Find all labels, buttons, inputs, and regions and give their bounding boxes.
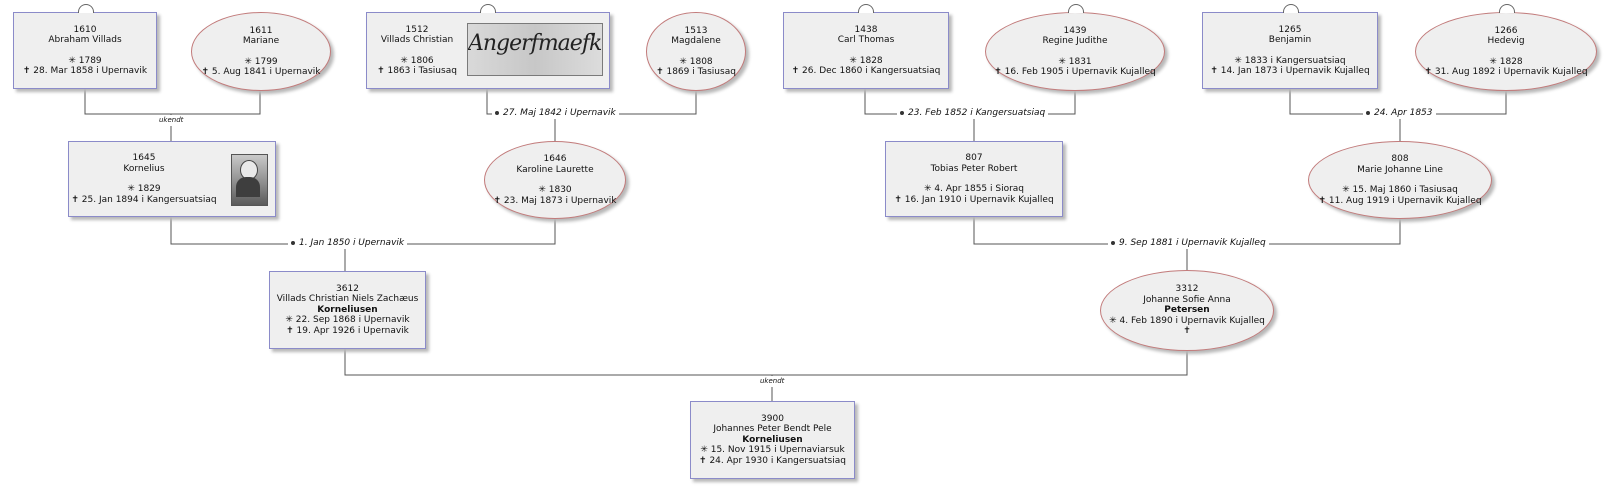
- person-death: ✝ 28. Mar 1858 i Upernavik: [22, 66, 148, 76]
- person-birth: ✳ 4. Apr 1855 i Sioraq: [923, 184, 1025, 194]
- person-id: 3900: [761, 413, 784, 424]
- person-death: ✝ 1863 i Tasiusaq: [377, 66, 457, 76]
- person-id: 1646: [543, 154, 567, 164]
- person-3900[interactable]: 3900 Johannes Peter Bendt Pele Kornelius…: [690, 401, 855, 479]
- expand-hint-icon[interactable]: [78, 4, 94, 13]
- person-birth: ✳ 1806: [400, 55, 434, 66]
- person-id: 3312: [1175, 284, 1199, 295]
- connector-f7: [344, 349, 1188, 401]
- family-label-f1: ukendt: [157, 115, 186, 126]
- family-label-f7: ukendt: [758, 376, 787, 387]
- person-birth: ✳ 22. Sep 1868 i Upernavik: [285, 315, 410, 326]
- person-name: Johannes Peter Bendt Pele: [713, 424, 832, 435]
- person-1611[interactable]: 1611 Mariane ✳ 1799 ✝ 5. Aug 1841 i Uper…: [191, 12, 331, 91]
- person-surname: Petersen: [1164, 305, 1210, 316]
- person-death: ✝ 23. Maj 1873 i Upernavik: [493, 195, 617, 206]
- person-id: 807: [965, 153, 983, 163]
- person-id: 1266: [1494, 25, 1518, 36]
- person-death: ✝ 5. Aug 1841 i Upernavik: [201, 67, 321, 77]
- person-birth: ✳ 1799: [244, 56, 278, 67]
- family-dot-icon: [900, 110, 904, 115]
- person-death: ✝ 24. Apr 1930 i Kangersuatsiaq: [699, 455, 846, 466]
- person-id: 3612: [336, 283, 359, 294]
- person-1265[interactable]: 1265 Benjamin ✳ 1833 i Kangersuatsiaq ✝ …: [1202, 12, 1378, 89]
- person-name: Carl Thomas: [837, 35, 895, 45]
- person-807[interactable]: 807 Tobias Peter Robert ✳ 4. Apr 1855 i …: [885, 141, 1063, 217]
- person-birth: ✳ 1833 i Kangersuatsiaq: [1234, 55, 1346, 66]
- person-birth: ✳ 1829: [127, 184, 161, 194]
- person-name: Tobias Peter Robert: [930, 163, 1018, 174]
- person-name: Villads Christian: [380, 35, 454, 45]
- person-surname: Korneliusen: [317, 304, 378, 315]
- person-name: Karoline Laurette: [516, 164, 594, 175]
- person-name: Marie Johanne Line: [1357, 164, 1443, 175]
- family-dot-icon: [1366, 110, 1370, 115]
- person-id: 1645: [132, 153, 156, 163]
- person-name: Mariane: [242, 36, 280, 46]
- person-death: ✝ 26. Dec 1860 i Kangersuatsiaq: [791, 66, 941, 76]
- expand-hint-icon[interactable]: [1068, 4, 1084, 13]
- expand-hint-icon[interactable]: [1499, 4, 1515, 13]
- person-1646[interactable]: 1646 Karoline Laurette ✳ 1830 ✝ 23. Maj …: [484, 141, 626, 219]
- person-birth: ✳ 4. Feb 1890 i Upernavik Kujalleq: [1109, 315, 1265, 326]
- person-birth: ✳ 15. Maj 1860 i Tasiusaq: [1342, 185, 1458, 195]
- expand-hint-icon[interactable]: [858, 4, 874, 13]
- signature-image[interactable]: Angerfmaefki: [467, 23, 603, 76]
- person-death: ✝ 25. Jan 1894 i Kangersuatsiaq: [71, 194, 217, 205]
- person-birth: ✳ 15. Nov 1915 i Upernaviarsuk: [700, 445, 845, 456]
- person-birth: ✳ 1789: [68, 55, 102, 66]
- expand-hint-icon[interactable]: [1283, 4, 1299, 13]
- person-death: ✝ 1869 i Tasiusaq: [656, 67, 736, 77]
- person-photo[interactable]: [231, 154, 268, 206]
- family-label-f6: 9. Sep 1881 i Upernavik Kujalleq: [1108, 238, 1269, 249]
- family-label-f4: 24. Apr 1853: [1363, 108, 1436, 119]
- expand-hint-icon[interactable]: [480, 4, 496, 13]
- person-3612[interactable]: 3612 Villads Christian Niels Zachæus Kor…: [269, 271, 426, 349]
- person-birth: ✳ 1808: [679, 56, 713, 67]
- person-name: Abraham Villads: [48, 35, 122, 45]
- person-1513[interactable]: 1513 Magdalene ✳ 1808 ✝ 1869 i Tasiusaq: [646, 12, 746, 91]
- person-1610[interactable]: 1610 Abraham Villads ✳ 1789 ✝ 28. Mar 18…: [13, 12, 157, 89]
- person-name: Villads Christian Niels Zachæus: [276, 294, 419, 305]
- family-dot-icon: [495, 110, 499, 115]
- person-1438[interactable]: 1438 Carl Thomas ✳ 1828 ✝ 26. Dec 1860 i…: [783, 12, 949, 89]
- person-death: ✝ 11. Aug 1919 i Upernavik Kujalleq: [1318, 195, 1482, 206]
- person-name: Johanne Sofie Anna: [1143, 294, 1231, 305]
- person-death: ✝ 16. Feb 1905 i Upernavik Kujalleq: [994, 67, 1156, 77]
- family-label-f5: 1. Jan 1850 i Upernavik: [288, 238, 408, 249]
- person-1439[interactable]: 1439 Regine Judithe ✳ 1831 ✝ 16. Feb 190…: [985, 12, 1165, 91]
- person-id: 1265: [1278, 24, 1302, 35]
- family-label-f3: 23. Feb 1852 i Kangersuatsiaq: [897, 108, 1049, 119]
- person-id: 1512: [405, 24, 429, 35]
- person-birth: ✳ 1828: [1489, 56, 1523, 67]
- person-id: 808: [1391, 154, 1409, 164]
- person-id: 1439: [1063, 25, 1087, 36]
- person-1645[interactable]: 1645 Kornelius ✳ 1829 ✝ 25. Jan 1894 i K…: [68, 141, 276, 217]
- person-name: Kornelius: [123, 163, 165, 174]
- person-death: ✝ 31. Aug 1892 i Upernavik Kujalleq: [1424, 67, 1588, 77]
- person-birth: ✳ 1830: [538, 185, 572, 195]
- person-id: 1513: [684, 25, 708, 36]
- person-id: 1438: [854, 24, 878, 35]
- person-1266[interactable]: 1266 Hedevig ✳ 1828 ✝ 31. Aug 1892 i Upe…: [1415, 12, 1597, 91]
- person-surname: Korneliusen: [742, 434, 803, 445]
- person-3312[interactable]: 3312 Johanne Sofie Anna Petersen ✳ 4. Fe…: [1100, 270, 1274, 351]
- person-name: Magdalene: [671, 36, 721, 46]
- person-death: ✝ 14. Jan 1873 i Upernavik Kujalleq: [1210, 66, 1370, 76]
- family-label-f2: 27. Maj 1842 i Upernavik: [492, 108, 619, 119]
- person-name: Regine Judithe: [1042, 36, 1108, 46]
- person-id: 1610: [73, 24, 97, 35]
- person-death: ✝ 16. Jan 1910 i Upernavik Kujalleq: [894, 194, 1054, 205]
- person-808[interactable]: 808 Marie Johanne Line ✳ 15. Maj 1860 i …: [1308, 141, 1492, 219]
- person-birth: ✳ 1828: [849, 55, 883, 66]
- person-name: Benjamin: [1268, 35, 1312, 45]
- family-dot-icon: [291, 240, 295, 245]
- person-death: ✝ 19. Apr 1926 i Upernavik: [286, 325, 409, 336]
- person-name: Hedevig: [1487, 36, 1525, 46]
- signature-text: Angerfmaefki: [468, 31, 603, 56]
- person-id: 1611: [249, 25, 273, 36]
- family-dot-icon: [1111, 240, 1115, 245]
- person-birth: ✳ 1831: [1058, 56, 1092, 67]
- person-death: ✝: [1183, 326, 1191, 337]
